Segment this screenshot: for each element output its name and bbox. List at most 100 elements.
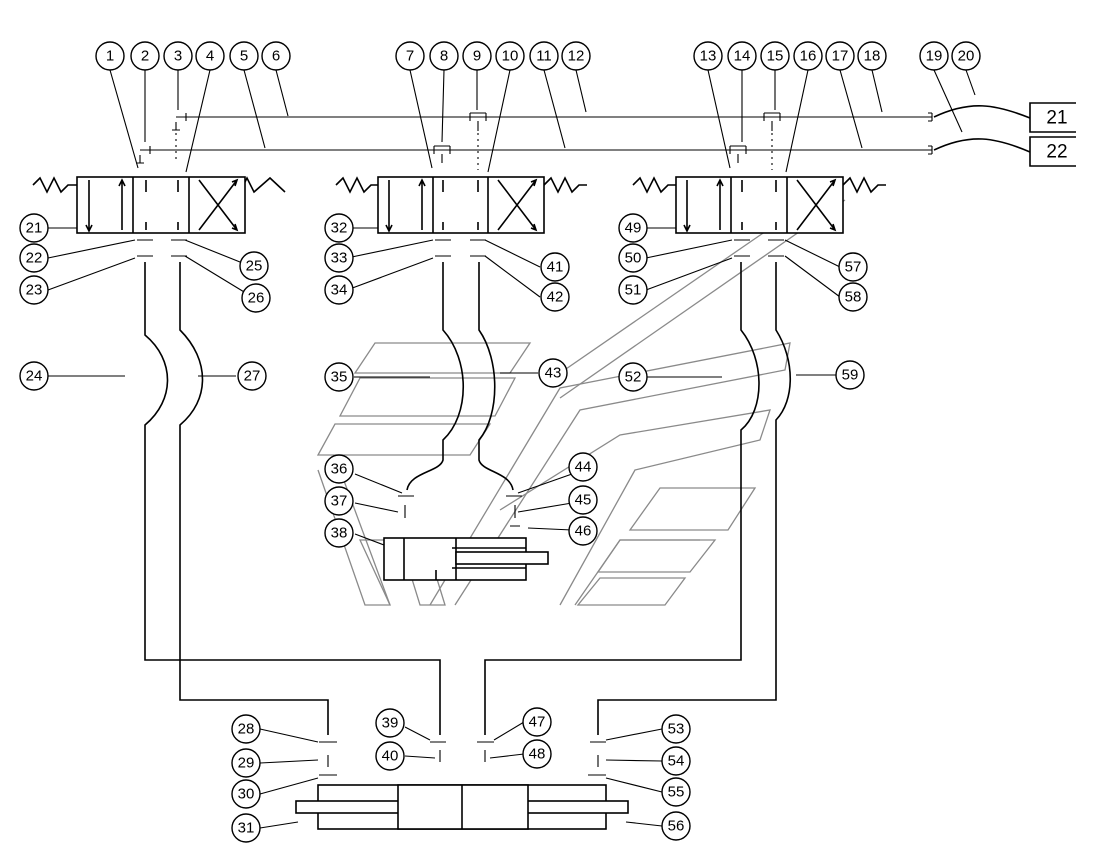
- svg-text:23: 23: [26, 282, 43, 299]
- callout-2: 2: [130, 41, 160, 71]
- svg-text:24: 24: [26, 368, 43, 385]
- callout-20: 20: [951, 41, 981, 71]
- callout-52: 52: [618, 362, 648, 392]
- svg-text:40: 40: [382, 748, 399, 765]
- hydraulic-cylinder-bottom: [295, 784, 629, 830]
- callout-7: 7: [395, 41, 425, 71]
- svg-text:37: 37: [331, 493, 348, 510]
- callout-33: 33: [324, 243, 354, 273]
- callout-4: 4: [195, 41, 225, 71]
- svg-text:25: 25: [246, 258, 263, 275]
- callout-34: 34: [324, 275, 354, 305]
- svg-text:36: 36: [331, 461, 348, 478]
- svg-text:29: 29: [238, 755, 255, 772]
- control-valve-1: [32, 176, 286, 234]
- svg-text:20: 20: [958, 48, 975, 65]
- callout-59: 59: [835, 360, 865, 390]
- callout-43: 43: [538, 358, 568, 388]
- hydraulic-cylinder-middle: [383, 537, 549, 581]
- svg-text:1: 1: [106, 48, 114, 65]
- svg-text:56: 56: [668, 818, 685, 835]
- leader-lines: [47, 69, 976, 829]
- callout-10: 10: [495, 41, 525, 71]
- svg-text:52: 52: [625, 369, 642, 386]
- callout-9: 9: [462, 41, 492, 71]
- callout-1: 1: [95, 41, 125, 71]
- svg-text:54: 54: [668, 753, 685, 770]
- svg-text:51: 51: [625, 282, 642, 299]
- svg-text:9: 9: [473, 48, 481, 65]
- svg-text:22: 22: [26, 250, 43, 267]
- svg-text:50: 50: [625, 250, 642, 267]
- svg-text:6: 6: [272, 48, 280, 65]
- reference-box-21: 21: [1029, 102, 1076, 133]
- svg-text:55: 55: [668, 784, 685, 801]
- control-valve-2: [335, 176, 587, 234]
- callout-50: 50: [618, 243, 648, 273]
- control-valve-3: [632, 176, 886, 234]
- reference-box-22: 22: [1029, 136, 1076, 167]
- svg-text:11: 11: [536, 48, 552, 65]
- svg-text:31: 31: [238, 820, 255, 837]
- svg-text:57: 57: [845, 259, 862, 276]
- svg-text:12: 12: [568, 48, 585, 65]
- callout-25: 25: [239, 251, 269, 281]
- svg-text:2: 2: [141, 48, 149, 65]
- pilot-lines: [136, 105, 1031, 170]
- callout-55: 55: [661, 777, 691, 807]
- svg-text:42: 42: [547, 289, 564, 306]
- callout-19: 19: [919, 41, 949, 71]
- callout-47: 47: [522, 707, 552, 737]
- callout-12: 12: [561, 41, 591, 71]
- svg-text:35: 35: [331, 369, 348, 386]
- callout-40: 40: [375, 741, 405, 771]
- svg-text:49: 49: [625, 220, 642, 237]
- reference-box-22-label: 22: [1046, 142, 1067, 163]
- callout-3: 3: [163, 41, 193, 71]
- callout-11: 11: [529, 41, 559, 71]
- callout-44: 44: [568, 452, 598, 482]
- svg-text:7: 7: [406, 48, 414, 65]
- svg-text:32: 32: [331, 220, 348, 237]
- svg-text:4: 4: [206, 48, 214, 65]
- svg-text:13: 13: [700, 48, 717, 65]
- svg-text:46: 46: [575, 523, 592, 540]
- callout-45: 45: [568, 485, 598, 515]
- callout-53: 53: [661, 714, 691, 744]
- svg-text:21: 21: [26, 220, 43, 237]
- callout-21: 21: [19, 213, 49, 243]
- callout-27: 27: [237, 361, 267, 391]
- callout-48: 48: [522, 739, 552, 769]
- svg-text:38: 38: [331, 525, 348, 542]
- callout-58: 58: [838, 282, 868, 312]
- svg-text:58: 58: [845, 289, 862, 306]
- callout-23: 23: [19, 275, 49, 305]
- svg-text:14: 14: [734, 48, 751, 65]
- callout-54: 54: [661, 746, 691, 776]
- svg-text:43: 43: [545, 365, 562, 382]
- callout-8: 8: [429, 41, 459, 71]
- callout-24: 24: [19, 361, 49, 391]
- hydraulic-lines: [137, 239, 791, 776]
- callout-14: 14: [727, 41, 757, 71]
- svg-text:39: 39: [382, 715, 399, 732]
- svg-text:45: 45: [575, 492, 592, 509]
- svg-text:16: 16: [800, 48, 817, 65]
- svg-text:15: 15: [767, 48, 784, 65]
- callout-49: 49: [618, 213, 648, 243]
- callout-51: 51: [618, 275, 648, 305]
- callout-26: 26: [241, 283, 271, 313]
- svg-text:27: 27: [244, 368, 261, 385]
- callout-6: 6: [261, 41, 291, 71]
- svg-text:10: 10: [502, 48, 519, 65]
- svg-text:8: 8: [440, 48, 448, 65]
- callout-35: 35: [324, 362, 354, 392]
- callout-17: 17: [825, 41, 855, 71]
- svg-text:48: 48: [529, 746, 546, 763]
- callout-16: 16: [793, 41, 823, 71]
- svg-text:30: 30: [238, 786, 255, 803]
- callout-5: 5: [229, 41, 259, 71]
- callout-28: 28: [231, 714, 261, 744]
- callout-13: 13: [693, 41, 723, 71]
